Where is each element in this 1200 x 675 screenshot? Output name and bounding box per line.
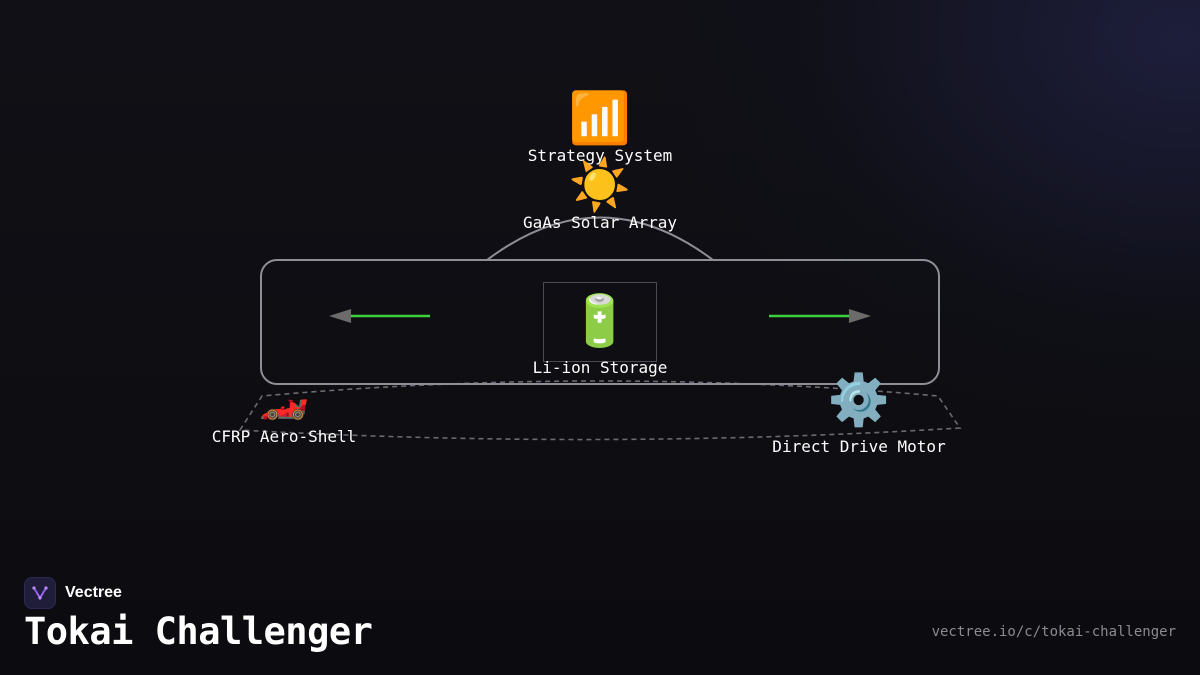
page-title: Tokai Challenger xyxy=(24,610,373,653)
node-li-ion-storage: 🔋 Li-ion Storage xyxy=(533,292,668,377)
left-flow-arrow xyxy=(329,309,430,323)
node-direct-drive-motor: ⚙️ Direct Drive Motor xyxy=(772,371,945,456)
node-solar-array: ☀️ GaAs Solar Array xyxy=(523,156,677,232)
node-label: GaAs Solar Array xyxy=(522,213,678,232)
source-link[interactable]: vectree.io/c/tokai-challenger xyxy=(931,624,1176,640)
node-aero-shell: 🏎️ CFRP Aero-Shell xyxy=(212,370,357,446)
race-car-icon: 🏎️ xyxy=(259,376,309,422)
brand[interactable]: Vectree xyxy=(24,577,122,609)
storage-frame xyxy=(543,282,657,362)
dashed-shell-outline xyxy=(238,380,962,441)
node-label: Strategy System xyxy=(527,146,673,165)
gear-icon: ⚙️ xyxy=(827,371,891,429)
antenna-bars-icon: 📶 xyxy=(568,89,632,147)
node-strategy-system: 📶 Strategy System xyxy=(528,89,673,165)
chassis-frame xyxy=(260,259,940,385)
sun-icon: ☀️ xyxy=(568,156,632,214)
right-flow-arrow xyxy=(769,309,871,323)
solar-arc xyxy=(486,216,714,261)
node-label: CFRP Aero-Shell xyxy=(211,427,357,446)
node-label: Direct Drive Motor xyxy=(772,437,946,456)
node-label: Li-ion Storage xyxy=(532,358,668,377)
battery-icon: 🔋 xyxy=(568,292,632,350)
brand-name: Vectree xyxy=(65,584,122,601)
vectree-logo-icon xyxy=(24,577,56,609)
